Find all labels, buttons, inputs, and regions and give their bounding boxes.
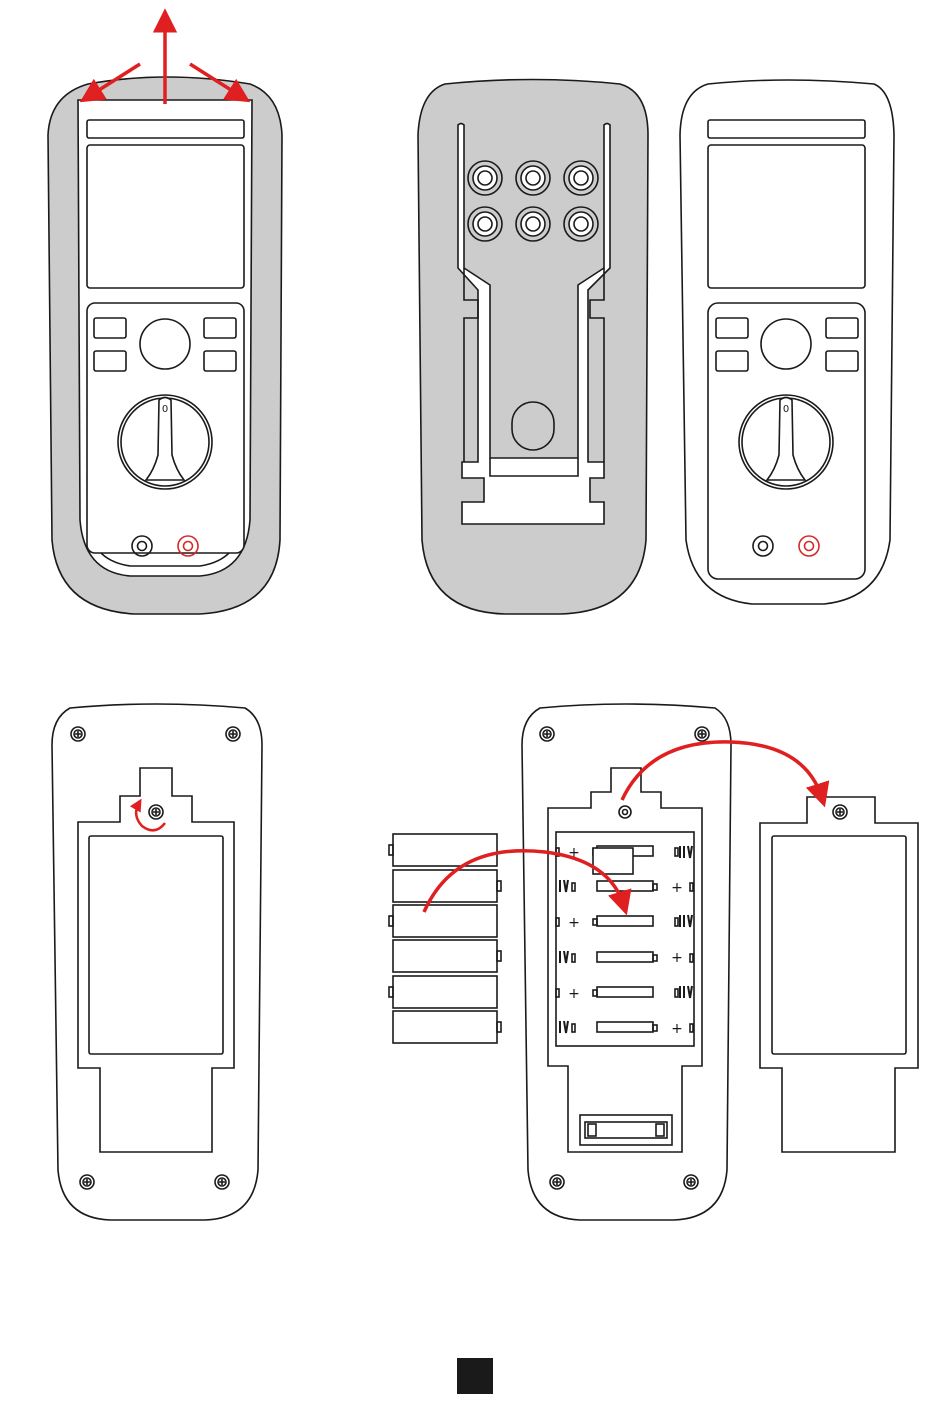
display-screen [87,145,244,288]
removed-battery-cover [760,797,918,1152]
page-marker [457,1358,493,1394]
device-body-bare [680,80,894,604]
svg-text:+: + [568,915,580,931]
knob-indicator-text: 0 [783,404,789,415]
svg-text:+: + [568,986,580,1002]
sleeve-back-with-stand [418,80,648,615]
sleeve-back [418,80,648,615]
svg-text:+: + [671,950,683,966]
loose-batteries [389,834,501,1043]
stand-grip-hole [512,402,554,450]
device-front-bare: 0 [680,80,894,604]
device-in-sleeve-front: 0 [48,77,282,614]
device-back-body [52,704,262,1220]
battery-replacement: + + + + + + [389,704,918,1220]
svg-text:+: + [671,880,683,896]
device-back-closed [52,704,262,1220]
svg-text:+: + [671,1021,683,1037]
knob-indicator-text: 0 [162,404,168,415]
display-top-strip [87,120,244,138]
